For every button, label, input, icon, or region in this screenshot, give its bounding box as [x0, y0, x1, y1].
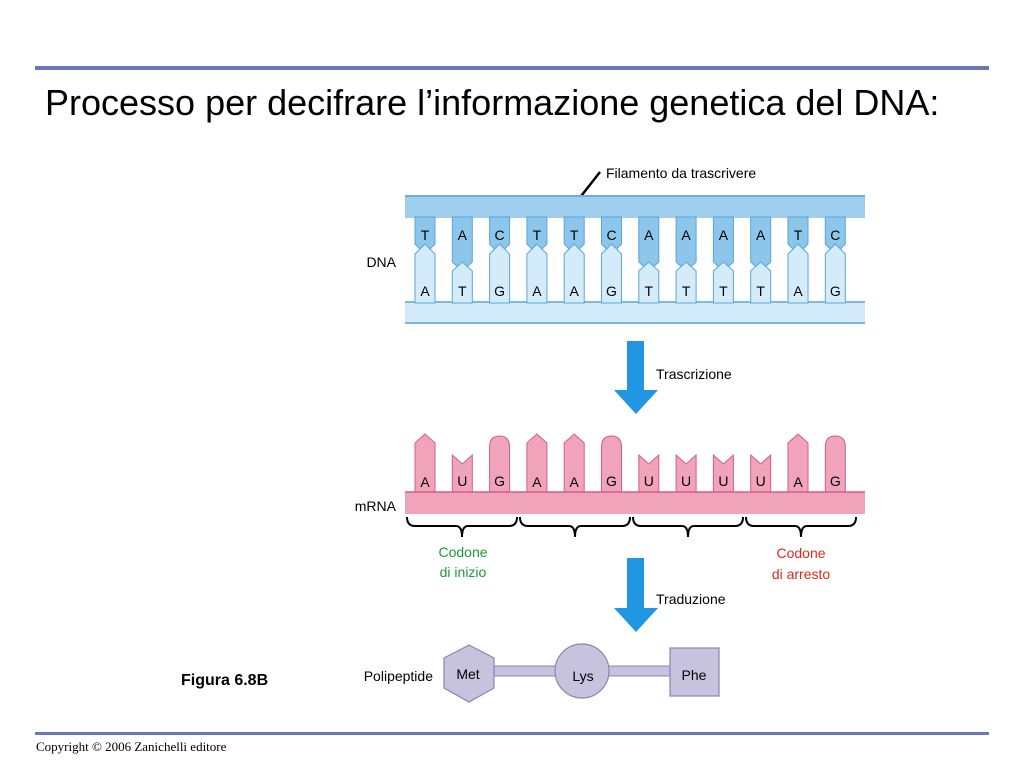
dna-bottom-base-letter: A [793, 283, 803, 299]
mrna-base [489, 435, 511, 494]
translation-label: Traduzione [656, 591, 726, 607]
stop-codon-label-line1: Codone [776, 545, 825, 561]
phe-square [669, 647, 720, 697]
dna-top-base-letter: C [830, 227, 840, 243]
met-hexagon [443, 644, 495, 703]
dna-bottom-base-letter: T [458, 283, 467, 299]
codon-braces [406, 516, 857, 538]
dna-top-base-letter: A [458, 227, 468, 243]
dna-label: DNA [366, 254, 396, 270]
dna-top-base-letter: T [421, 227, 430, 243]
dna-bottom-base-letter: A [532, 283, 542, 299]
stop-codon-label-line2: di arresto [772, 566, 831, 582]
top-divider [35, 66, 989, 70]
mrna-base-letter: U [756, 473, 766, 489]
figure-label: Figura 6.8B [181, 672, 269, 689]
dna-top-base-letter: A [756, 227, 766, 243]
copyright-notice: Copyright © 2006 Zanichelli editore [36, 739, 227, 754]
mrna-base-letter: A [532, 474, 542, 490]
mrna-backbone [405, 492, 865, 514]
mrna-label: mRNA [355, 498, 397, 514]
mrna-base-letter: U [681, 473, 691, 489]
dna-top-base-letter: A [681, 227, 691, 243]
translation-arrow: Traduzione [614, 558, 726, 632]
dna-bottom-base [451, 261, 473, 304]
dna-bottom-base [638, 261, 660, 304]
dna-top-backbone [405, 195, 865, 218]
dna-bottom-base-letter: G [494, 283, 505, 299]
slide-title: Processo per decifrare l’informazione ge… [45, 82, 940, 123]
dna-top-base-letter: A [644, 227, 654, 243]
codon-brace [745, 516, 857, 538]
dna-bottom-backbone [405, 302, 865, 324]
polypeptide: Polipeptide Met Lys Phe [364, 643, 720, 703]
dna-top-base-letter: T [794, 227, 803, 243]
dna-bottom-base [489, 243, 511, 304]
dna-bottom-base [787, 243, 809, 304]
dna-top-base-letter: A [719, 227, 729, 243]
mrna-section: mRNA A U G A A G U U U U A G Codone di inizio Codon… [355, 433, 865, 582]
dna-top-base-letter: T [533, 227, 542, 243]
dna-bottom-base [601, 243, 622, 304]
lys-circle [554, 643, 610, 699]
dna-bottom-base [824, 243, 846, 304]
transcription-label: Trascrizione [656, 366, 732, 382]
dna-bottom-base [712, 261, 734, 304]
mrna-base-letter: G [830, 473, 841, 489]
amino-acid-met: Met [456, 666, 479, 682]
dna-bottom-base-letter: G [606, 283, 617, 299]
down-arrow-icon [614, 341, 658, 414]
mrna-base-letter: A [570, 474, 580, 490]
mrna-base-letter: U [644, 473, 654, 489]
codon-brace [406, 516, 518, 538]
polypeptide-label: Polipeptide [364, 668, 433, 684]
dna-bottom-base-letter: A [570, 283, 580, 299]
down-arrow-icon [614, 558, 658, 632]
dna-bottom-base [750, 261, 772, 304]
bottom-divider [35, 732, 989, 735]
amino-acid-phe: Phe [682, 667, 707, 683]
amino-acid-lys: Lys [572, 668, 593, 684]
dna-bottom-base-letter: T [719, 283, 728, 299]
codon-brace [632, 516, 744, 538]
dna-bottom-base [526, 243, 548, 304]
dna-section: Filamento da trascrivere DNA T A A T C G T A T A C… [366, 165, 865, 324]
dna-bottom-base [563, 243, 585, 304]
template-strand-label: Filamento da trascrivere [606, 165, 756, 181]
dna-top-base-letter: C [495, 227, 505, 243]
mrna-base [601, 435, 622, 494]
dna-top-base-letter: C [606, 227, 616, 243]
start-codon-label-line2: di inizio [440, 564, 487, 580]
mrna-base [824, 435, 846, 494]
mrna-base-letter: U [457, 473, 467, 489]
start-codon-label-line1: Codone [438, 544, 487, 560]
dna-bottom-base-letter: T [682, 283, 691, 299]
mrna-base-letter: U [718, 473, 728, 489]
mrna-base-letter: A [420, 474, 430, 490]
dna-bottom-base-letter: G [830, 283, 841, 299]
dna-bottom-base-letter: T [756, 283, 765, 299]
dna-bottom-base [414, 243, 436, 304]
transcription-arrow: Trascrizione [614, 341, 732, 414]
dna-bottom-base-letter: T [645, 283, 654, 299]
codon-brace [519, 516, 631, 538]
mrna-base-letter: G [606, 473, 617, 489]
dna-top-base-letter: T [570, 227, 579, 243]
mrna-base-letter: G [494, 473, 505, 489]
dna-bottom-base [675, 261, 697, 304]
mrna-base-letter: A [793, 474, 803, 490]
peptide-bond-1 [493, 665, 557, 677]
dna-base-pairs: T A A T C G T A T A C G A T A T A T A T T A C G [414, 216, 846, 304]
dna-bottom-base-letter: A [420, 283, 430, 299]
peptide-bond-2 [607, 665, 671, 677]
